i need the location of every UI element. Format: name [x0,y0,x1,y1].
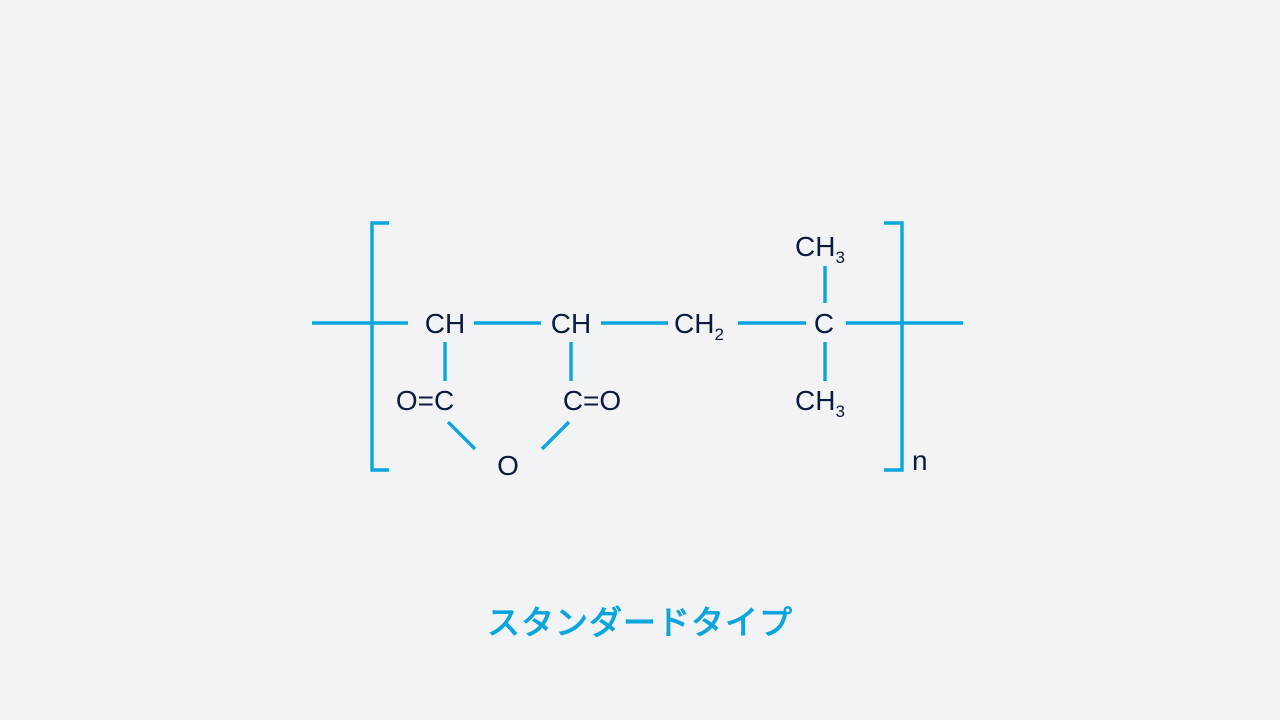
atom-c-quaternary: C [814,308,834,339]
bond-carbonyl-oxygen-left [446,420,477,451]
atom-ch-left: CH [425,308,465,339]
repeat-unit-subscript: n [912,445,928,476]
atom-ch3-bottom: CH3 [795,385,845,421]
atom-ch-right: CH [551,308,591,339]
subscript-2: 2 [714,325,723,344]
caption: スタンダードタイプ [487,603,793,642]
atom-ch2: CH2 [674,308,724,344]
atom-ring-oxygen: O [497,450,519,481]
atom-ch3-top: CH3 [795,231,845,267]
bond-carbonyl-oxygen-right [540,420,571,451]
atom-carbonyl-right: C=O [563,385,621,416]
left-bracket [370,221,389,472]
right-bracket [884,221,904,472]
subscript-3: 3 [835,248,844,267]
atom-carbonyl-left: O=C [396,385,454,416]
subscript-3: 3 [835,402,844,421]
